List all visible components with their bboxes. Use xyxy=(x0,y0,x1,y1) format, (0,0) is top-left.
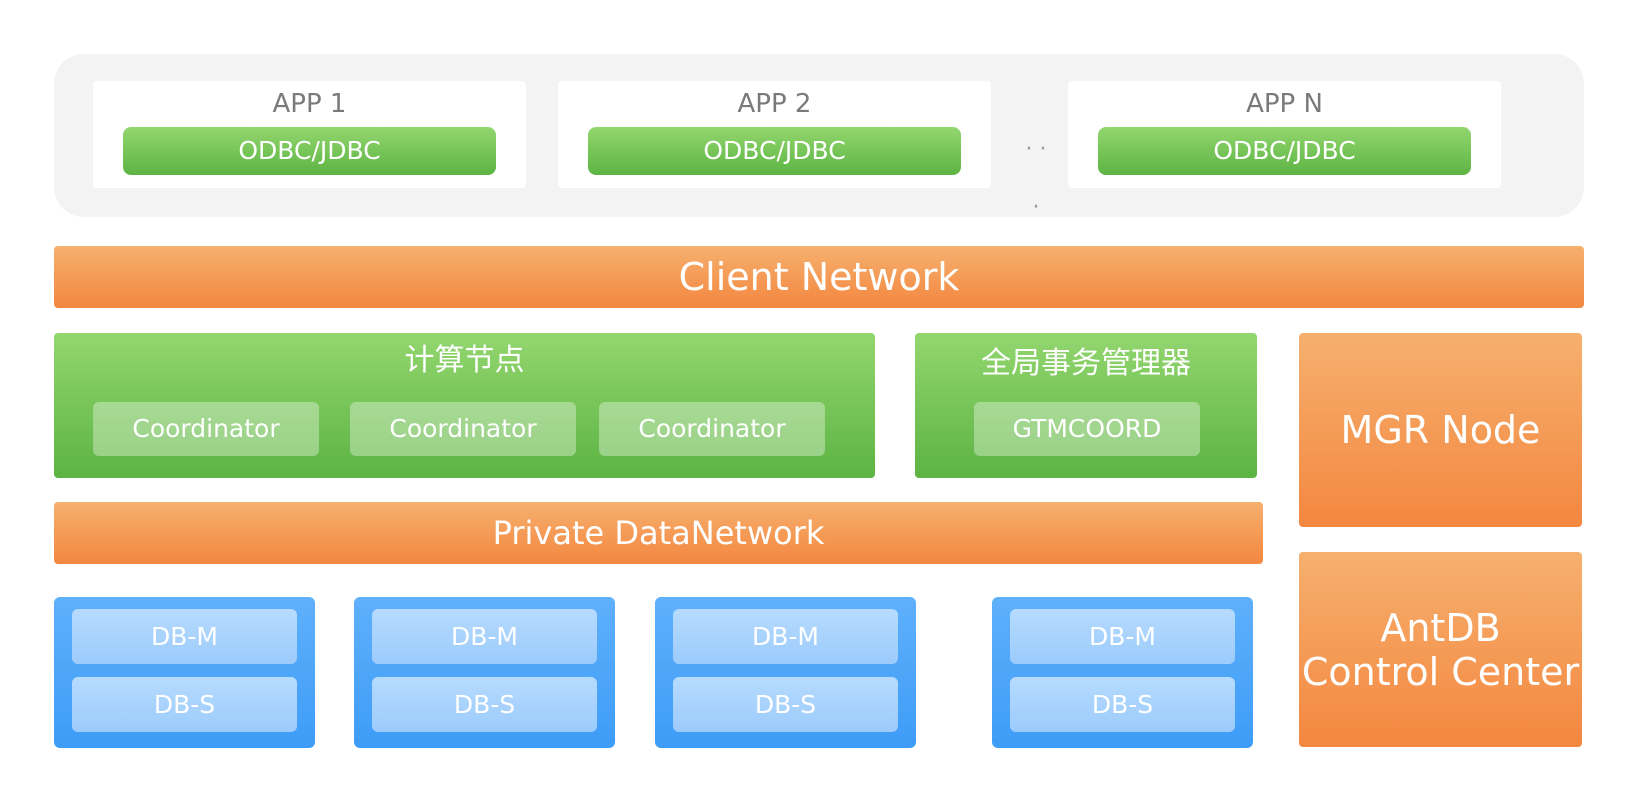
control-center-box: AntDB Control Center xyxy=(1299,552,1582,747)
mgr-node-box: MGR Node xyxy=(1299,333,1582,527)
app-card-1: APP 1 ODBC/JDBC xyxy=(93,81,526,188)
app-card-2: APP 2 ODBC/JDBC xyxy=(558,81,991,188)
db-master: DB-M xyxy=(72,609,297,664)
db-slave: DB-S xyxy=(72,677,297,732)
db-group-4: DB-M DB-S xyxy=(992,597,1253,748)
coordinator-node: Coordinator xyxy=(599,402,825,456)
odbc-jdbc-driver: ODBC/JDBC xyxy=(588,127,961,175)
private-data-network-bar: Private DataNetwork xyxy=(54,502,1263,564)
gtm-title: 全局事务管理器 xyxy=(981,346,1191,381)
db-master: DB-M xyxy=(372,609,597,664)
control-center-line-1: AntDB xyxy=(1380,606,1501,650)
odbc-jdbc-driver: ODBC/JDBC xyxy=(123,127,496,175)
db-slave: DB-S xyxy=(372,677,597,732)
app-title: APP 2 xyxy=(737,89,812,119)
odbc-jdbc-driver: ODBC/JDBC xyxy=(1098,127,1471,175)
gtmcoord-node: GTMCOORD xyxy=(974,402,1200,456)
db-master: DB-M xyxy=(673,609,898,664)
app-card-n: APP N ODBC/JDBC xyxy=(1068,81,1501,188)
compute-nodes-group: 计算节点 Coordinator Coordinator Coordinator xyxy=(54,333,875,478)
control-center-line-2: Control Center xyxy=(1301,650,1580,694)
db-group-3: DB-M DB-S xyxy=(655,597,916,748)
app-title: APP 1 xyxy=(272,89,347,119)
coordinator-node: Coordinator xyxy=(350,402,576,456)
app-title: APP N xyxy=(1246,89,1323,119)
db-slave: DB-S xyxy=(1010,677,1235,732)
db-group-1: DB-M DB-S xyxy=(54,597,315,748)
compute-nodes-title: 计算节点 xyxy=(404,343,525,378)
db-slave: DB-S xyxy=(673,677,898,732)
client-network-bar: Client Network xyxy=(54,246,1584,308)
coordinator-node: Coordinator xyxy=(93,402,319,456)
db-master: DB-M xyxy=(1010,609,1235,664)
ellipsis-dot: · xyxy=(1032,195,1040,220)
gtm-group: 全局事务管理器 GTMCOORD xyxy=(915,333,1257,478)
ellipsis-dots: · · xyxy=(1025,137,1047,162)
db-group-2: DB-M DB-S xyxy=(354,597,615,748)
